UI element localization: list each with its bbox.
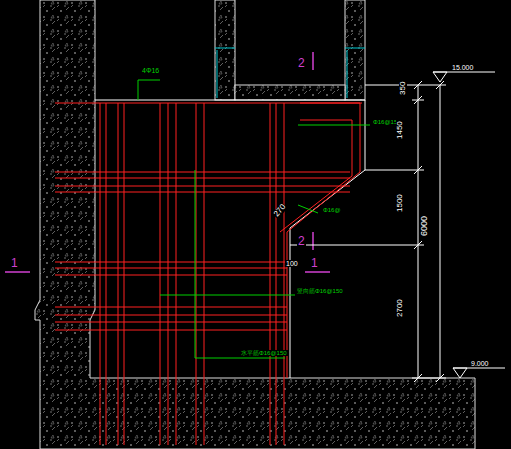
dimension-text: 350: [399, 80, 407, 95]
elevation-text: 15.000: [451, 64, 474, 71]
dimension-text: 270: [272, 202, 288, 219]
rebar-bar: [124, 103, 125, 445]
dimension-lines: [290, 72, 505, 382]
rebar-bar: [55, 307, 287, 308]
rebar-bar: [204, 103, 205, 445]
rebar-bar: [55, 186, 350, 187]
rebar-note: Φ16@: [322, 207, 342, 213]
rebar-lines: [55, 103, 362, 445]
rebar-bar: [287, 103, 360, 378]
section-number: 2: [297, 57, 306, 69]
concrete-hatch: [35, 0, 475, 449]
rebar-bar: [270, 103, 271, 445]
section-number: 2: [297, 235, 306, 247]
rebar-bar: [55, 262, 287, 263]
dimension-text: 1500: [396, 193, 404, 213]
rebar-bar: [118, 103, 119, 445]
rebar-bar: [55, 178, 350, 179]
rebar-bar: [55, 322, 287, 323]
dimension-text: 100: [285, 260, 299, 267]
rebar-note: 水平筋Φ16@150: [240, 350, 288, 356]
rebar-bar: [55, 268, 287, 269]
section-marks: [5, 52, 330, 272]
rebar-bar: [55, 315, 287, 316]
rebar-bar: [55, 172, 350, 173]
bracket-outline: [95, 100, 365, 378]
elevation-text: 9.000: [470, 360, 490, 367]
rebar-bar: [176, 103, 177, 445]
rebar-bar: [168, 103, 169, 445]
rebar-bar: [55, 330, 287, 331]
dimension-text: 1450: [396, 120, 404, 140]
section-number: 1: [10, 257, 19, 269]
leader-lines: [138, 80, 370, 358]
cyan-marks: [215, 48, 365, 98]
section-number: 1: [310, 257, 319, 269]
rebar-bar: [284, 103, 285, 445]
rebar-bar: [55, 275, 287, 276]
dimension-text: 2700: [396, 298, 404, 318]
rebar-bar: [280, 120, 352, 232]
dimension-text: 6000: [420, 215, 429, 237]
rebar-bar: [100, 103, 101, 445]
rebar-bar: [55, 192, 350, 193]
rebar-note: 4Φ16: [141, 67, 160, 74]
rebar-bar: [276, 103, 277, 445]
rebar-bar: [106, 103, 107, 445]
rebar-note: 竖向筋Φ16@150: [296, 288, 344, 294]
rebar-bar: [196, 103, 197, 445]
rebar-bar: [160, 103, 161, 445]
